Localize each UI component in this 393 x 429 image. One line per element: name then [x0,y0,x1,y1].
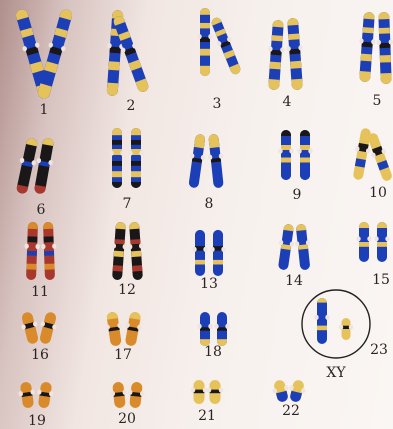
pair-label-10: 10 [369,186,387,200]
pair-label-12: 12 [118,283,136,297]
pair-label-16: 16 [31,348,49,362]
chromosome-5-a [356,12,377,83]
chromosome-3-b [208,15,245,76]
chromosome-22-b [286,378,307,403]
chromosome-11-a [23,222,40,281]
chromosome-11-b [40,222,57,281]
pair-label-15: 15 [372,273,390,287]
chromosome-14-b [293,223,313,270]
chromosome-16-a [18,310,42,345]
pair-label-22: 22 [282,404,300,418]
chromosome-8-a [186,133,209,189]
sex-chromosomes-label: XY [326,366,345,380]
chromosome-X-a [314,298,329,344]
pair-label-8: 8 [205,197,214,211]
chromosome-8-b [206,133,227,188]
pair-label-2: 2 [127,99,136,113]
chromosome-layer [12,7,393,409]
pair-label-19: 19 [28,414,46,428]
pair-label-6: 6 [37,203,46,217]
chromosome-12-b [126,222,145,281]
chromosome-20-a [109,381,128,409]
sex-chromosome-circle [302,290,370,358]
chromosome-7-b [128,128,143,188]
chromosome-17-b [122,311,144,347]
pair-label-7: 7 [123,197,132,211]
pair-label-1: 1 [40,103,49,117]
chromosome-21-a [191,380,207,404]
chromosome-19-a [17,381,37,409]
pair-label-18: 18 [204,345,222,359]
pair-label-17: 17 [114,348,132,362]
chromosome-15-a [356,222,371,262]
pair-label-13: 13 [200,277,218,291]
pair-label-11: 11 [31,285,49,299]
pair-label-14: 14 [285,274,303,288]
chromosome-17-a [104,311,125,347]
chromosome-13-a [192,230,207,276]
pair-label-9: 9 [293,188,302,202]
chromosome-3-a [197,8,212,76]
chromosome-18-a [197,312,212,346]
chromosome-18-b [214,312,229,346]
pair-label-21: 21 [198,409,216,423]
chromosome-4-a [265,20,286,91]
pair-label-20: 20 [118,412,136,426]
chromosome-Y-a [339,318,353,340]
pair-label-5: 5 [373,94,382,108]
chromosome-14-a [275,223,297,271]
pair-label-3: 3 [213,97,222,111]
chromosome-19-b [35,381,55,409]
chromosome-20-b [126,381,145,409]
chromosome-9-b [297,130,312,180]
chromosome-22-a [270,378,291,403]
chromosome-12-a [109,222,128,281]
chromosome-16-b [36,310,60,345]
pair-label-23: 23 [370,343,388,357]
chromosome-5-b [376,12,393,85]
chromosome-9-a [278,130,293,180]
chromosome-4-b [284,18,305,91]
chromosome-10-b [364,131,393,183]
chromosome-21-b [207,380,223,404]
pair-label-4: 4 [283,95,292,109]
chromosome-1-b [34,7,76,100]
chromosome-7-a [109,128,124,188]
chromosome-13-b [210,230,225,276]
chromosome-15-b [374,222,389,262]
